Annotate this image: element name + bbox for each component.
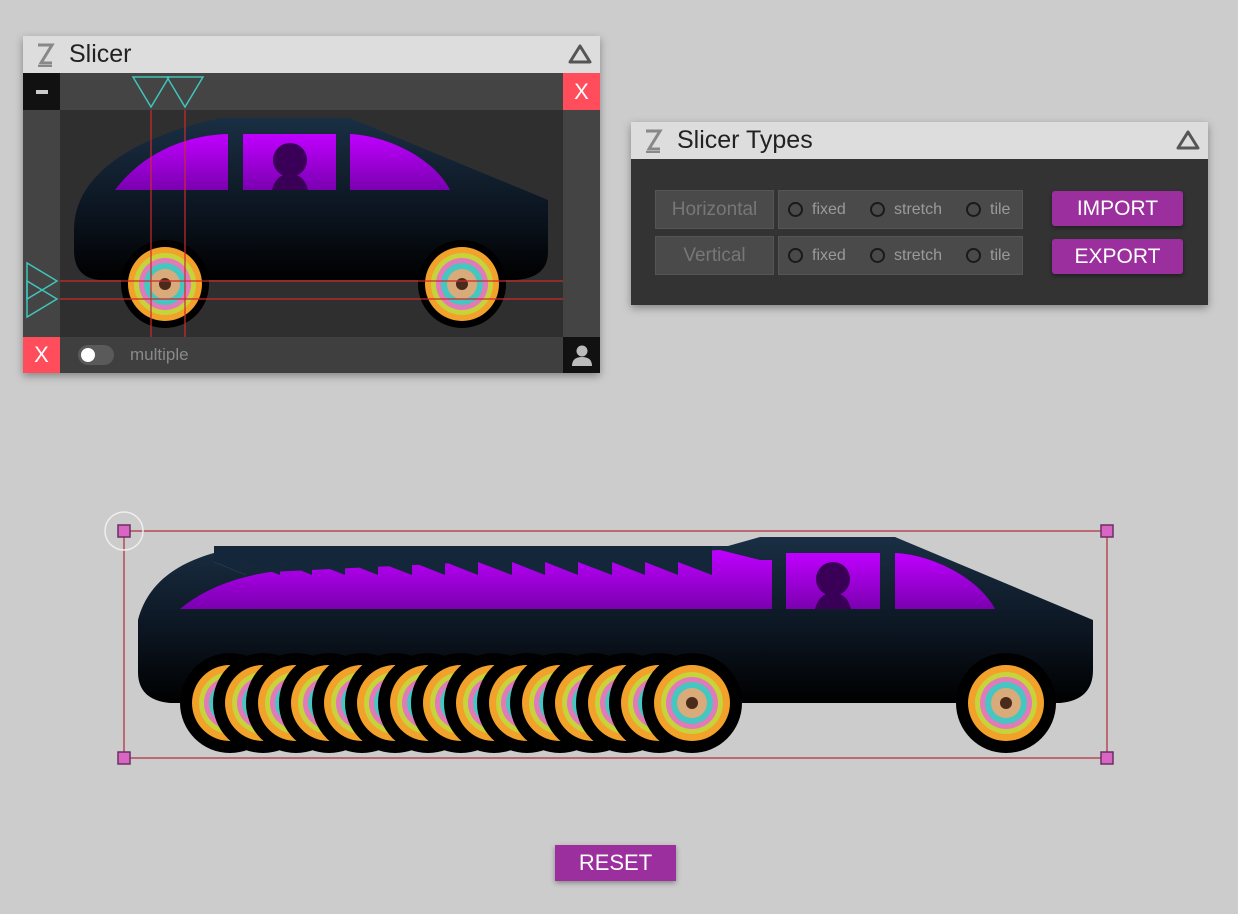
- horizontal-radio-group: fixed stretch tile: [778, 190, 1023, 229]
- right-track: [563, 110, 600, 337]
- stretched-car[interactable]: [138, 537, 1093, 753]
- slicer-types-titlebar[interactable]: Slicer Types: [631, 122, 1208, 159]
- close-button-top[interactable]: X: [563, 73, 600, 110]
- square-handle-icon[interactable]: [1100, 524, 1114, 538]
- slicer-titlebar[interactable]: Slicer: [23, 36, 600, 73]
- triangle-marker-icon: [131, 76, 171, 109]
- driver-silhouette: [273, 143, 307, 177]
- minus-icon[interactable]: [23, 73, 60, 110]
- close-button-bottom[interactable]: X: [23, 337, 60, 373]
- car-window-front: [115, 134, 228, 190]
- horizontal-stretch-radio[interactable]: stretch: [870, 191, 942, 228]
- import-button[interactable]: IMPORT: [1052, 191, 1183, 226]
- multiple-label: multiple: [130, 345, 189, 364]
- horizontal-tile-radio[interactable]: tile: [966, 191, 1010, 228]
- slicer-panel: Slicer X: [23, 36, 600, 373]
- square-handle-icon[interactable]: [117, 751, 131, 765]
- selection-box: [123, 530, 1108, 759]
- vertical-tile-radio[interactable]: tile: [966, 237, 1010, 274]
- multiple-toggle[interactable]: [78, 345, 114, 365]
- driver-silhouette: [816, 562, 850, 596]
- slicer-footer: multiple: [60, 337, 563, 373]
- radio-circle-icon: [788, 248, 803, 263]
- radio-circle-icon: [966, 248, 981, 263]
- radio-circle-icon: [788, 202, 803, 217]
- driver-shoulders: [815, 593, 851, 609]
- vertical-fixed-radio[interactable]: fixed: [788, 237, 846, 274]
- square-handle-icon[interactable]: [117, 524, 131, 538]
- radio-circle-icon: [870, 248, 885, 263]
- circle-handle-icon[interactable]: [104, 511, 144, 551]
- wheel-rear: [956, 653, 1056, 753]
- reset-button[interactable]: RESET: [555, 845, 676, 881]
- horizontal-label: Horizontal: [655, 190, 774, 229]
- z-logo-icon: [38, 43, 55, 67]
- triangle-marker-icon: [165, 76, 205, 109]
- radio-circle-icon: [870, 202, 885, 217]
- toggle-knob: [81, 348, 95, 362]
- car-window-rear: [350, 134, 450, 190]
- user-icon[interactable]: [563, 337, 600, 373]
- slicer-types-title: Slicer Types: [677, 126, 813, 154]
- roof-teeth-overlay: [214, 546, 712, 575]
- tiled-wheels: [180, 653, 742, 753]
- slicer-types-body: Horizontal fixed stretch tile Vertical f…: [631, 159, 1208, 305]
- vertical-slice-track[interactable]: [23, 110, 60, 337]
- slicer-title: Slicer: [69, 40, 132, 68]
- z-logo-icon: [646, 129, 663, 153]
- slicer-preview[interactable]: [60, 110, 563, 337]
- triangle-up-icon[interactable]: [1176, 129, 1200, 151]
- slicer-body: X: [23, 73, 600, 373]
- horizontal-fixed-radio[interactable]: fixed: [788, 191, 846, 228]
- car-window-rear: [895, 553, 995, 609]
- stage-canvas: [104, 511, 1114, 765]
- slicer-types-panel: Slicer Types Horizontal fixed stretch ti…: [631, 122, 1208, 305]
- triangle-marker-icon: [26, 279, 59, 319]
- square-handle-icon[interactable]: [1100, 751, 1114, 765]
- wheel-rear: [418, 240, 506, 328]
- export-button[interactable]: EXPORT: [1052, 239, 1183, 274]
- vertical-label: Vertical: [655, 236, 774, 275]
- triangle-up-icon[interactable]: [568, 43, 592, 65]
- radio-circle-icon: [966, 202, 981, 217]
- horizontal-slice-track[interactable]: [60, 73, 563, 110]
- triangle-marker-icon: [26, 261, 59, 301]
- driver-shoulders: [272, 174, 308, 190]
- vertical-radio-group: fixed stretch tile: [778, 236, 1023, 275]
- wheel-front: [121, 240, 209, 328]
- vertical-stretch-radio[interactable]: stretch: [870, 237, 942, 274]
